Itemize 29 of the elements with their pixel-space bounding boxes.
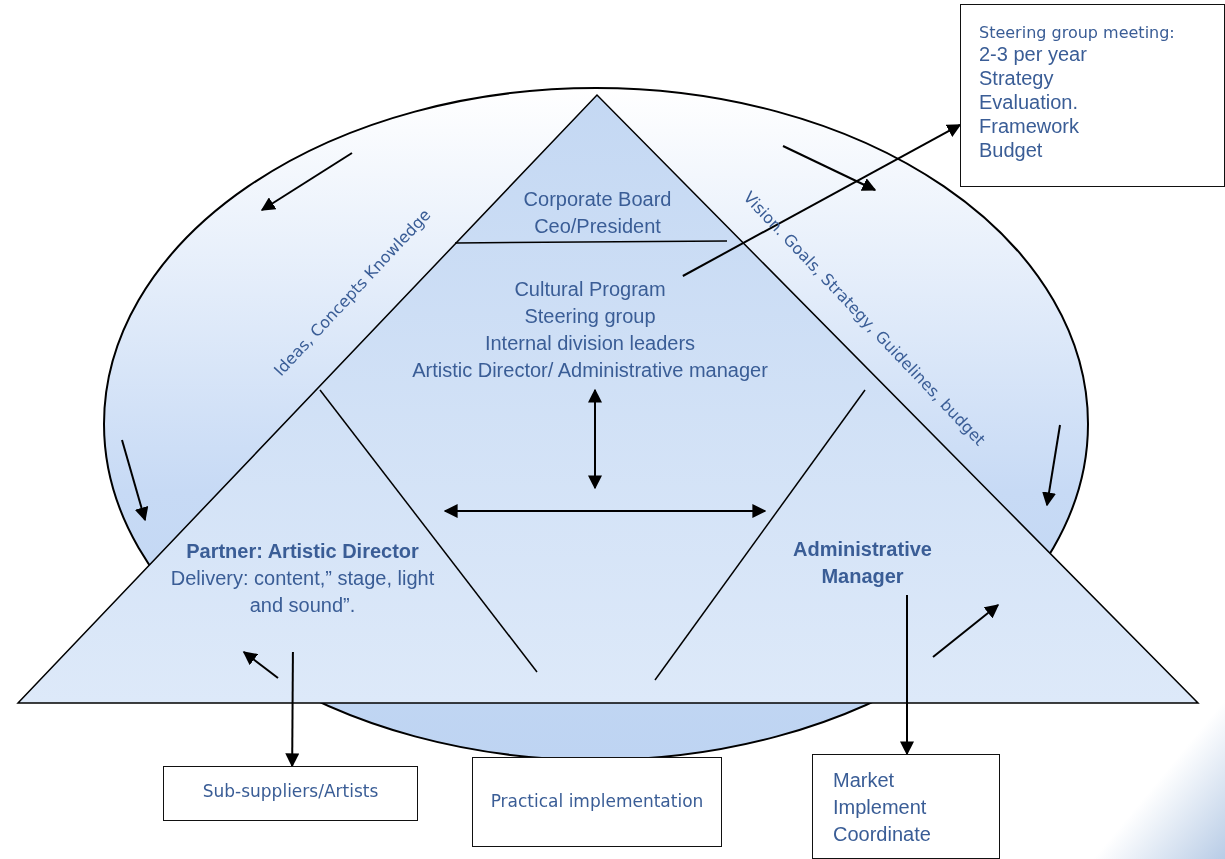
text-box	[472, 757, 722, 847]
role-text: Administrative Manager	[792, 537, 933, 589]
meeting-note: Strategy	[979, 66, 1055, 91]
box-text: Sub-suppliers/Artists	[201, 780, 380, 803]
text-box	[163, 766, 418, 821]
meeting-note: Steering group meeting:	[979, 23, 1176, 43]
meeting-note: Framework	[979, 114, 1080, 139]
arrow	[588, 388, 602, 490]
arrow	[242, 651, 279, 679]
steering-text: Artistic Director/ Administrative manager	[411, 358, 769, 383]
board-text: Corporate Board	[522, 187, 673, 212]
text-box	[960, 4, 1225, 187]
arrow	[443, 504, 767, 518]
steering-text: Steering group	[523, 304, 657, 329]
box-text: Implement	[833, 795, 928, 820]
board-text: Ceo/President	[533, 214, 662, 239]
text-box	[812, 754, 1000, 859]
meeting-note: Budget	[979, 138, 1044, 163]
meeting-note: 2-3 per year	[979, 42, 1088, 67]
role-text: Partner: Artistic Director	[185, 539, 420, 564]
arrow	[681, 123, 962, 277]
box-text: Coordinate	[833, 822, 932, 847]
arrow	[285, 651, 300, 768]
box-text: Market	[833, 768, 896, 793]
steering-text: Internal division leaders	[483, 331, 697, 356]
arrow	[900, 594, 914, 756]
box-text: Practical implementation	[489, 790, 705, 813]
meeting-note: Evaluation.	[979, 90, 1079, 115]
role-text: Delivery: content,” stage, light and sound”.	[169, 566, 436, 618]
